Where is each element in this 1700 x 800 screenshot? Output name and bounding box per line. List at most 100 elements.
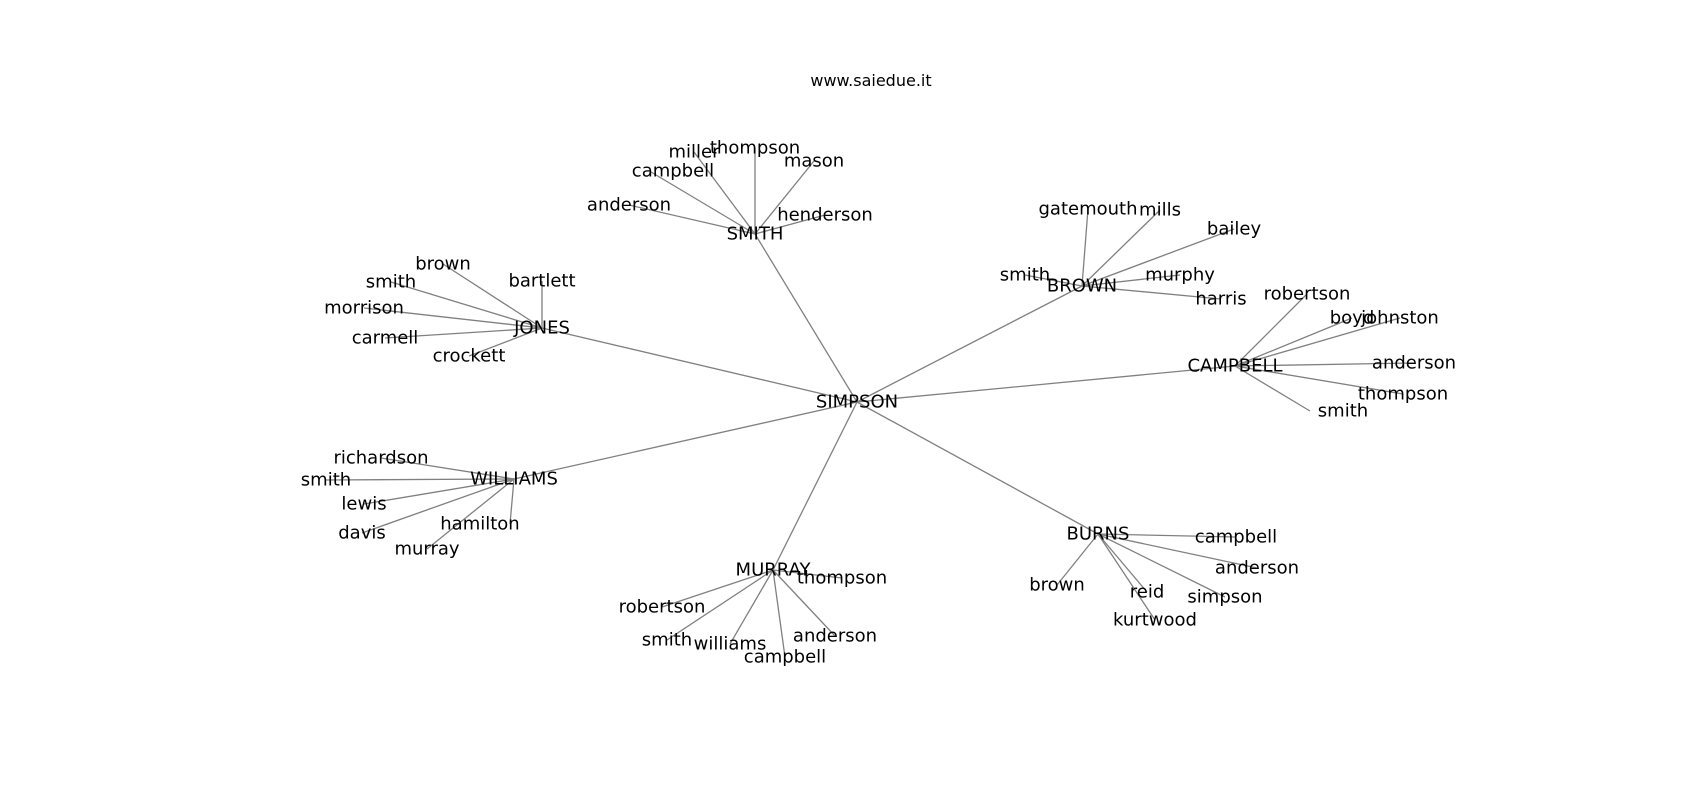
node-child-murray-smith: smith [642, 630, 692, 651]
node-group-burns: BURNS [1067, 524, 1130, 545]
node-child-campbell-boyd: boyd [1330, 308, 1375, 329]
edge-murray-campbell [772, 569, 786, 658]
node-group-williams: WILLIAMS [470, 469, 558, 490]
node-child-murray-thompson: thompson [797, 568, 887, 589]
node-child-campbell-smith: smith [1318, 401, 1368, 422]
edge-williams-murray [426, 478, 515, 550]
node-child-murray-williams: williams [694, 634, 767, 655]
edge-jones-brown [442, 263, 543, 329]
labels-layer: SIMPSONSMITHandersoncampbellmillerthomps… [301, 138, 1456, 668]
edge-campbell-boyd [1234, 317, 1353, 367]
node-child-burns-simpson: simpson [1187, 587, 1262, 608]
node-child-brown-bailey: bailey [1207, 219, 1262, 240]
node-child-murray-campbell: campbell [744, 647, 826, 668]
edge-campbell-anderson [1234, 362, 1415, 367]
edge-williams-lewis [363, 478, 515, 505]
edge-campbell-johnston [1234, 317, 1401, 367]
edge-smith-mason [754, 160, 815, 235]
node-child-williams-davis: davis [338, 523, 386, 544]
edge-murray-smith [666, 569, 774, 641]
node-child-burns-campbell: campbell [1195, 527, 1277, 548]
edge-burns-kurtwood [1097, 533, 1156, 621]
edge-smith-anderson [628, 204, 756, 235]
node-child-jones-brown: brown [415, 254, 471, 275]
edge-murray-anderson [772, 569, 836, 637]
node-child-murray-robertson: robertson [619, 597, 706, 618]
node-child-brown-harris: harris [1195, 289, 1246, 310]
node-group-smith: SMITH [727, 224, 784, 245]
node-child-burns-brown: brown [1029, 575, 1085, 596]
edge-root-williams [513, 401, 858, 480]
edge-root-murray [772, 401, 858, 571]
edge-burns-campbell [1097, 533, 1237, 538]
node-child-jones-morrison: morrison [324, 298, 404, 319]
node-child-brown-smith: smith [1000, 265, 1050, 286]
edge-root-campbell [856, 365, 1236, 403]
edge-burns-reid [1097, 533, 1148, 593]
edge-williams-davis [361, 478, 515, 534]
page-title: www.saiedue.it [810, 71, 932, 90]
edge-murray-thompson [772, 569, 843, 579]
edge-smith-campbell [650, 171, 756, 235]
edge-smith-henderson [754, 214, 826, 235]
edge-brown-mills [1081, 209, 1161, 287]
node-child-burns-kurtwood: kurtwood [1113, 610, 1197, 631]
node-child-brown-murphy: murphy [1145, 265, 1215, 286]
node-child-jones-crockett: crockett [433, 346, 506, 367]
node-root-simpson: SIMPSON [816, 392, 898, 413]
edges-layer [325, 148, 1415, 658]
node-group-jones: JONES [513, 318, 570, 339]
edge-williams-hamilton [509, 478, 515, 525]
node-child-williams-richardson: richardson [333, 448, 428, 469]
node-child-smith-henderson: henderson [777, 205, 873, 226]
edge-brown-smith [1024, 274, 1083, 287]
node-child-campbell-thompson: thompson [1358, 384, 1448, 405]
node-child-smith-miller: miller [668, 142, 720, 163]
node-group-campbell: CAMPBELL [1187, 356, 1282, 377]
node-child-campbell-anderson: anderson [1372, 353, 1456, 374]
edge-jones-morrison [363, 307, 543, 329]
node-child-jones-bartlett: bartlett [508, 271, 575, 292]
edge-burns-anderson [1097, 533, 1258, 569]
edge-williams-smith [325, 478, 515, 481]
node-child-campbell-johnston: johnston [1360, 308, 1439, 329]
edge-root-brown [856, 285, 1083, 403]
node-child-burns-anderson: anderson [1215, 558, 1299, 579]
edge-brown-bailey [1081, 228, 1235, 287]
edge-jones-crockett [468, 327, 543, 357]
node-child-williams-murray: murray [394, 539, 459, 560]
node-child-jones-carmell: carmell [352, 328, 419, 349]
edge-root-smith [754, 233, 858, 403]
edge-smith-miller [693, 151, 756, 235]
edge-brown-harris [1081, 285, 1222, 300]
edge-campbell-robertson [1234, 293, 1308, 367]
node-child-williams-smith: smith [301, 470, 351, 491]
node-child-smith-thompson: thompson [710, 138, 800, 159]
node-child-williams-hamilton: hamilton [440, 514, 519, 535]
node-child-williams-lewis: lewis [341, 494, 386, 515]
node-child-campbell-robertson: robertson [1264, 284, 1351, 305]
node-child-murray-anderson: anderson [793, 626, 877, 647]
node-group-brown: BROWN [1047, 276, 1117, 297]
edge-murray-williams [729, 569, 774, 645]
node-child-burns-reid: reid [1130, 582, 1165, 603]
node-child-brown-mills: mills [1139, 200, 1181, 221]
edge-burns-simpson [1097, 533, 1226, 598]
edge-root-burns [856, 401, 1099, 535]
edge-root-jones [541, 327, 858, 403]
edge-jones-smith [390, 281, 543, 329]
edge-campbell-thompson [1234, 365, 1404, 395]
node-child-smith-campbell: campbell [632, 161, 714, 182]
edge-murray-robertson [661, 569, 774, 608]
edge-brown-murphy [1081, 274, 1181, 287]
node-child-smith-anderson: anderson [587, 195, 671, 216]
node-child-jones-smith: smith [366, 272, 416, 293]
edge-campbell-smith [1234, 365, 1311, 412]
edge-williams-richardson [380, 457, 515, 480]
edge-burns-brown [1056, 533, 1099, 586]
edge-brown-gatemouth [1081, 208, 1089, 287]
node-group-murray: MURRAY [736, 560, 812, 581]
edge-jones-carmell [384, 327, 543, 339]
node-child-smith-mason: mason [784, 151, 844, 172]
